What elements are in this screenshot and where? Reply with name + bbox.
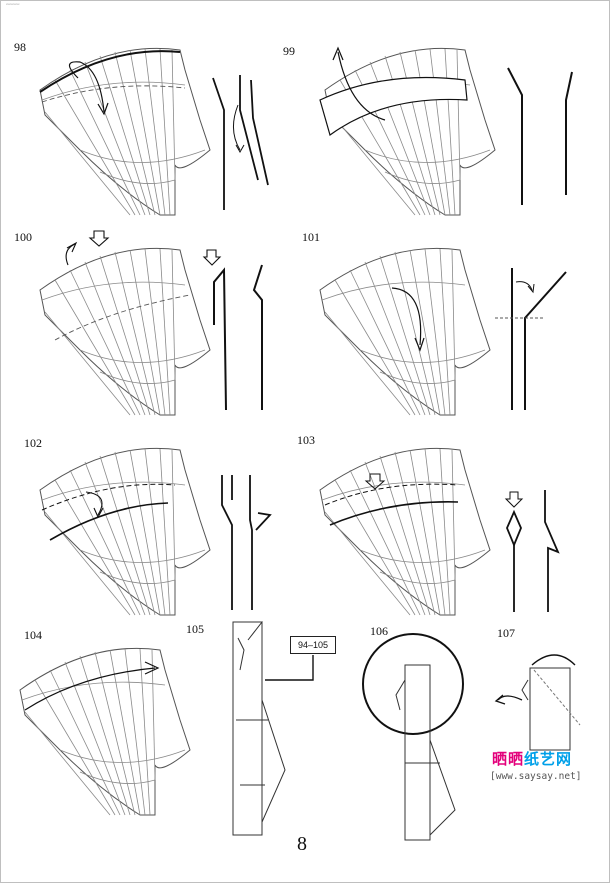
step-number-99: 99: [283, 44, 295, 58]
step-99-profile: [507, 67, 573, 205]
step-102-profile: [221, 475, 272, 610]
step-number-106: 106: [370, 624, 388, 638]
step-number-102: 102: [24, 436, 42, 450]
step-98-profile: [212, 75, 269, 210]
watermark-url: [www.saysay.net]: [490, 771, 582, 782]
step-99-arrow: [332, 46, 386, 121]
step-101-arrow: [391, 287, 425, 352]
step-number-105: 105: [186, 622, 204, 636]
step-98-arrow: [68, 61, 109, 116]
step-104-fan: [19, 647, 191, 816]
step-103-lines: [324, 473, 459, 526]
step-number-98: 98: [14, 40, 26, 54]
step-number-103: 103: [297, 433, 315, 447]
step-106-figure: [362, 633, 464, 841]
step-104-arrow: [24, 661, 160, 711]
step-100-arrows: [65, 230, 222, 266]
watermark-logo: 晒晒纸艺网: [492, 748, 572, 769]
step-107-figure: [494, 654, 581, 751]
header-note: xxxxxxxxx: [6, 2, 20, 6]
step-number-100: 100: [14, 230, 32, 244]
step-103-fan: [319, 447, 491, 616]
step-number-107: 107: [497, 626, 515, 640]
watermark-part2: 纸艺网: [524, 750, 573, 768]
step-101-profile: [495, 268, 567, 410]
step-100-fan: [39, 247, 211, 416]
step-103-profile: [504, 490, 560, 612]
step-100-profile: [213, 264, 263, 411]
page-number: 8: [297, 833, 307, 855]
step-number-101: 101: [302, 230, 320, 244]
step-101-fan: [54, 247, 491, 416]
step-99-fan: [319, 47, 496, 216]
step-102-lines: [41, 483, 176, 541]
step-98-fan: [39, 47, 211, 216]
step-105-figure: [232, 621, 314, 836]
reference-box: 94–105: [290, 636, 336, 654]
watermark-part1: 晒晒: [492, 750, 525, 768]
step-number-104: 104: [24, 628, 42, 642]
